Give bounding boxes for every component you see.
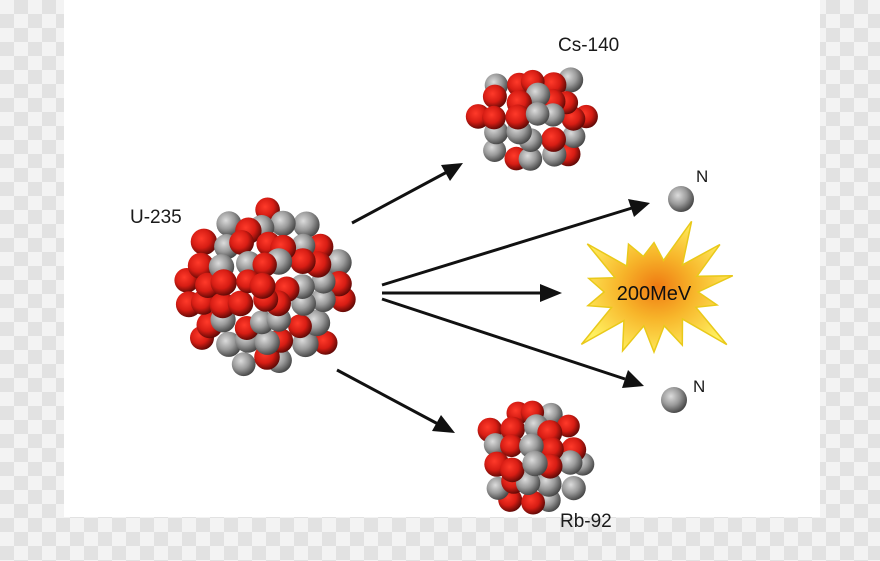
rubidium-92-nucleus (477, 400, 595, 515)
label-u235: U-235 (130, 207, 182, 228)
neutron-ball (562, 124, 586, 148)
free-neutron-bottom (661, 387, 687, 413)
proton-ball (288, 314, 312, 339)
neutron-ball (254, 329, 280, 355)
label-neutron-top: N (696, 167, 708, 186)
uranium-235-nucleus (174, 197, 356, 377)
arrow-to-neutron-top (381, 199, 650, 287)
label-cs140: Cs-140 (558, 35, 619, 56)
neutron-ball (483, 139, 507, 162)
proton-ball (190, 228, 218, 255)
label-neutron-bottom: N (693, 377, 705, 396)
proton-ball (500, 434, 523, 458)
neutron-ball (293, 211, 320, 238)
proton-ball (227, 290, 254, 317)
proton-ball (252, 252, 277, 277)
proton-ball (499, 457, 525, 483)
neutron-ball (270, 210, 296, 237)
proton-ball (541, 127, 566, 152)
arrow-to-energy (382, 284, 562, 302)
free-neutron-top (668, 186, 694, 212)
proton-ball (289, 248, 316, 274)
proton-ball (229, 230, 255, 255)
proton-ball (521, 490, 545, 515)
proton-ball (313, 330, 338, 355)
neutron-ball (561, 476, 586, 501)
neutron-ball (231, 352, 256, 377)
proton-ball (482, 84, 507, 109)
arrow-to-neutron-bottom (381, 297, 644, 388)
label-rb92: Rb-92 (560, 511, 612, 532)
label-energy: 200MeV (617, 283, 692, 305)
arrow-to-rubidium (336, 368, 455, 433)
neutron-ball (558, 450, 583, 475)
proton-ball (482, 105, 506, 130)
neutron-ball (525, 82, 551, 108)
energy-burst-icon (580, 220, 734, 355)
arrow-to-cesium (351, 163, 463, 225)
proton-ball (557, 414, 580, 438)
cesium-140-nucleus (465, 67, 598, 171)
proton-ball (505, 104, 531, 130)
neutron-ball (522, 450, 548, 477)
proton-ball (500, 416, 525, 442)
neutron-ball (324, 249, 352, 276)
proton-ball (210, 269, 237, 296)
neutron-ball (216, 211, 242, 237)
neutron-ball (518, 147, 543, 171)
proton-ball (249, 272, 276, 299)
neutron-ball (525, 102, 550, 126)
proton-ball (187, 252, 214, 279)
neutron-ball (311, 287, 336, 313)
neutron-ball (216, 331, 242, 357)
